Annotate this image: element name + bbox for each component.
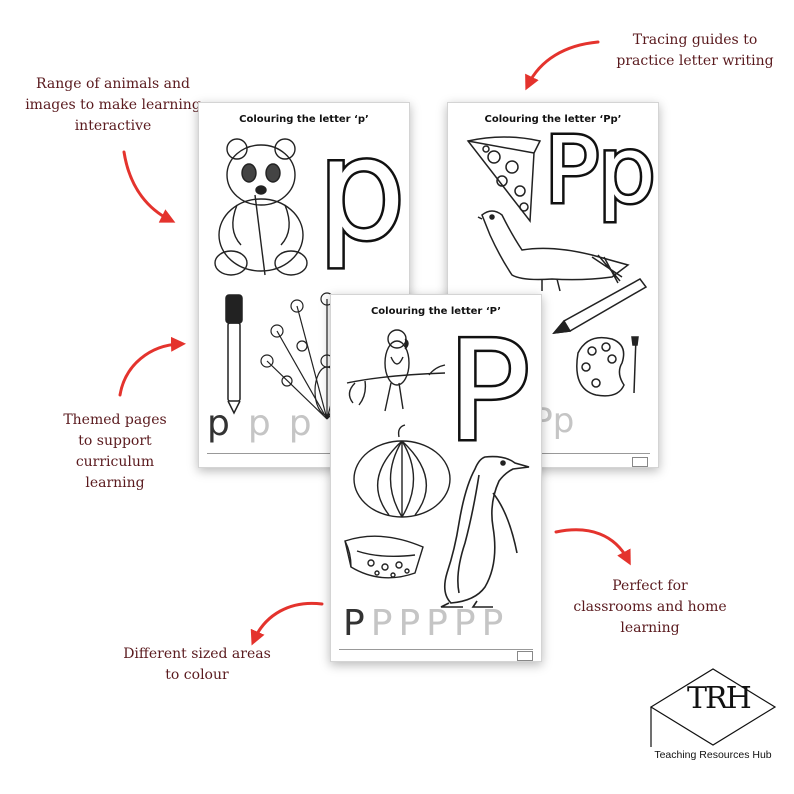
pumpkin-icon xyxy=(353,424,451,518)
penguin-icon xyxy=(440,455,530,608)
trace-letter: P xyxy=(481,603,504,644)
brand-name: Teaching Resources Hub xyxy=(654,749,772,761)
annotation-mid-left: Themed pages to support curriculum learn… xyxy=(63,412,167,491)
house-outline-icon xyxy=(649,668,777,747)
brand-mark: TRH xyxy=(687,681,752,716)
trace-letter: p xyxy=(288,403,312,444)
annotation-top-right: Tracing guides to practice letter writin… xyxy=(616,32,774,69)
tracing-baseline xyxy=(456,453,650,454)
worksheet-uppercase-p: Colouring the letter ‘P’ P xyxy=(330,294,542,662)
tracing-baseline xyxy=(207,453,401,454)
sheet-title: Colouring the letter ‘p’ xyxy=(239,114,369,125)
sheet-title: Colouring the letter ‘Pp’ xyxy=(484,114,622,125)
pie-icon xyxy=(344,535,424,579)
pigeon-icon xyxy=(477,210,630,292)
annotation-mid-right: Perfect for classrooms and home learning xyxy=(573,578,727,636)
mini-logo-icon xyxy=(632,457,648,467)
pencil-icon xyxy=(552,278,648,334)
big-letter: P xyxy=(444,311,532,472)
annotation-top-left: Range of animals and images to make lear… xyxy=(25,76,201,134)
paint-palette-icon xyxy=(576,336,639,397)
big-letter: Pp xyxy=(542,117,659,224)
trace-letter: P xyxy=(398,603,421,644)
mini-logo-icon xyxy=(517,651,533,661)
trace-letter: p xyxy=(207,403,230,444)
brand-logo: TRH Teaching Resources Hub xyxy=(647,667,779,772)
sheet-title: Colouring the letter ‘P’ xyxy=(370,306,502,317)
panda-icon xyxy=(214,138,308,276)
big-letter: p xyxy=(315,109,409,272)
trace-letter: P xyxy=(426,603,448,644)
annotation-bottom-left: Different sized areas to colour xyxy=(123,646,271,683)
trace-letter: P xyxy=(370,603,393,644)
tracing-row: P P P P P P xyxy=(343,603,503,644)
tracing-baseline xyxy=(339,649,533,650)
trace-letter: p xyxy=(247,403,271,444)
trace-letter: P xyxy=(453,603,476,644)
parrot-icon xyxy=(346,329,446,412)
pizza-slice-icon xyxy=(466,136,542,224)
pen-icon xyxy=(225,294,243,415)
trace-letter: P xyxy=(343,603,365,644)
